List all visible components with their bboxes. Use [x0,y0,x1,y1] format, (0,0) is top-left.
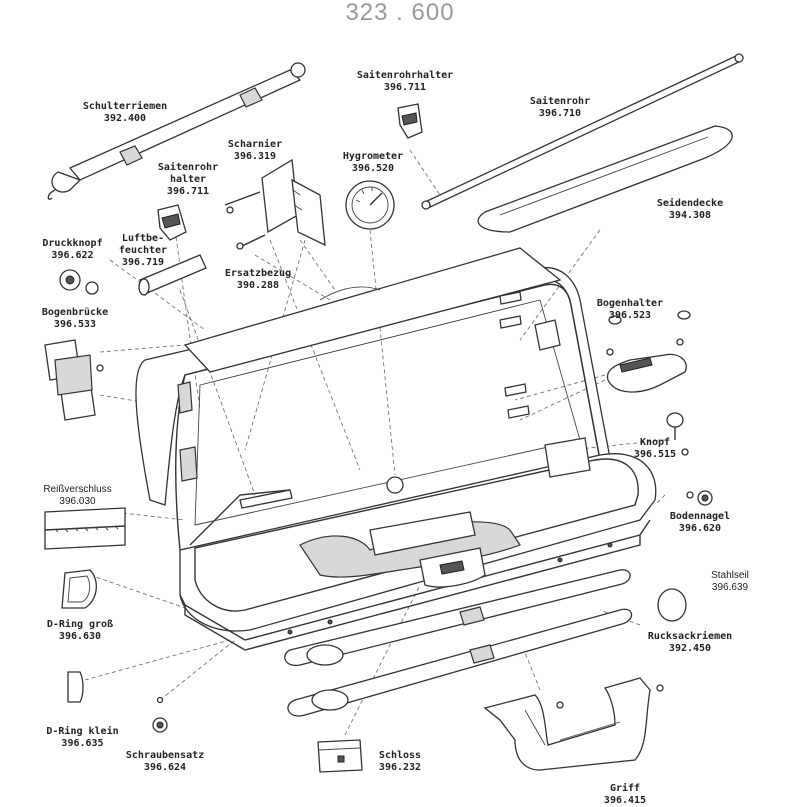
schulterriemen-part [47,62,306,200]
schraubensatz-part [152,696,168,733]
saitenrohrhalter-top-part [397,103,423,139]
d-ring-gross-part [61,569,97,609]
case-body [179,437,657,651]
lid-top-flap [183,247,562,373]
stahlseil-part [657,588,687,622]
knopf-part [666,412,689,456]
seidendecke-part [477,125,733,233]
bodennagel-part [686,490,713,506]
saitenrohr-part [421,53,744,210]
saitenrohrhalter-left-part [157,204,187,241]
hygrometer-part [345,180,395,230]
luftbefeuchter-part [138,254,207,296]
diagram-title: 323 . 600 [345,0,455,26]
bogenhalter-part [606,310,691,393]
body-handle [419,547,486,588]
rucksackriemen-part [284,569,633,717]
griff-part [483,677,664,771]
scharnier-part [224,158,326,250]
bogenbruecke-part [44,339,104,421]
schloss-part [317,739,363,773]
d-ring-klein-part [67,671,84,703]
druckknopf-part [59,269,99,295]
reissverschluss-part [44,507,126,550]
